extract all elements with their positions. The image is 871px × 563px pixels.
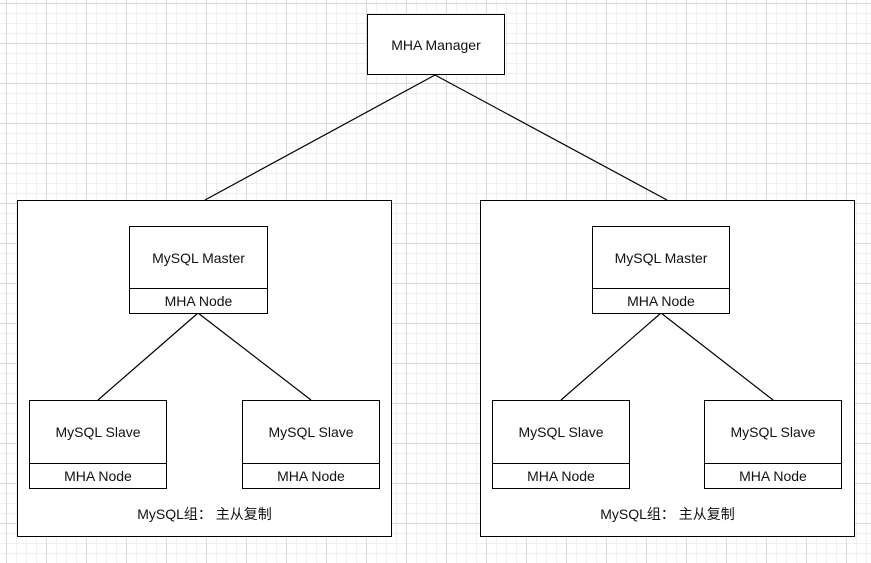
mha-manager-box: MHA Manager [367, 14, 505, 75]
mysql-slave-label: MySQL Slave [30, 401, 166, 464]
mysql-slave-node: MySQL Slave MHA Node [492, 400, 630, 489]
mysql-slave-node: MySQL Slave MHA Node [242, 400, 380, 489]
group-caption: MySQL组： 主从复制 [137, 506, 272, 522]
edge-manager-group-right [434, 74, 668, 201]
mysql-slave-label: MySQL Slave [243, 401, 379, 464]
mha-node-label: MHA Node [64, 468, 132, 484]
mysql-master-label: MySQL Master [130, 227, 267, 289]
edge-master-slave-2 [660, 312, 774, 401]
mha-node-label: MHA Node [277, 468, 345, 484]
mysql-slave-node: MySQL Slave MHA Node [29, 400, 167, 489]
mysql-master-node: MySQL Master MHA Node [129, 226, 268, 314]
edge-master-slave-1 [97, 312, 199, 401]
mysql-slave-label: MySQL Slave [705, 401, 841, 464]
mysql-master-label: MySQL Master [593, 227, 729, 289]
mysql-master-node: MySQL Master MHA Node [592, 226, 730, 314]
mha-node-label: MHA Node [164, 293, 233, 309]
mysql-slave-node: MySQL Slave MHA Node [704, 400, 842, 489]
edge-master-slave-2 [197, 312, 312, 401]
edge-manager-group-left [204, 74, 436, 201]
mha-node-label: MHA Node [527, 468, 595, 484]
mha-node-label: MHA Node [739, 468, 807, 484]
mysql-slave-label: MySQL Slave [493, 401, 629, 464]
mha-node-label: MHA Node [627, 293, 695, 309]
mha-manager-label: MHA Manager [391, 36, 481, 53]
edge-master-slave-1 [560, 312, 662, 401]
group-caption: MySQL组： 主从复制 [600, 506, 735, 522]
